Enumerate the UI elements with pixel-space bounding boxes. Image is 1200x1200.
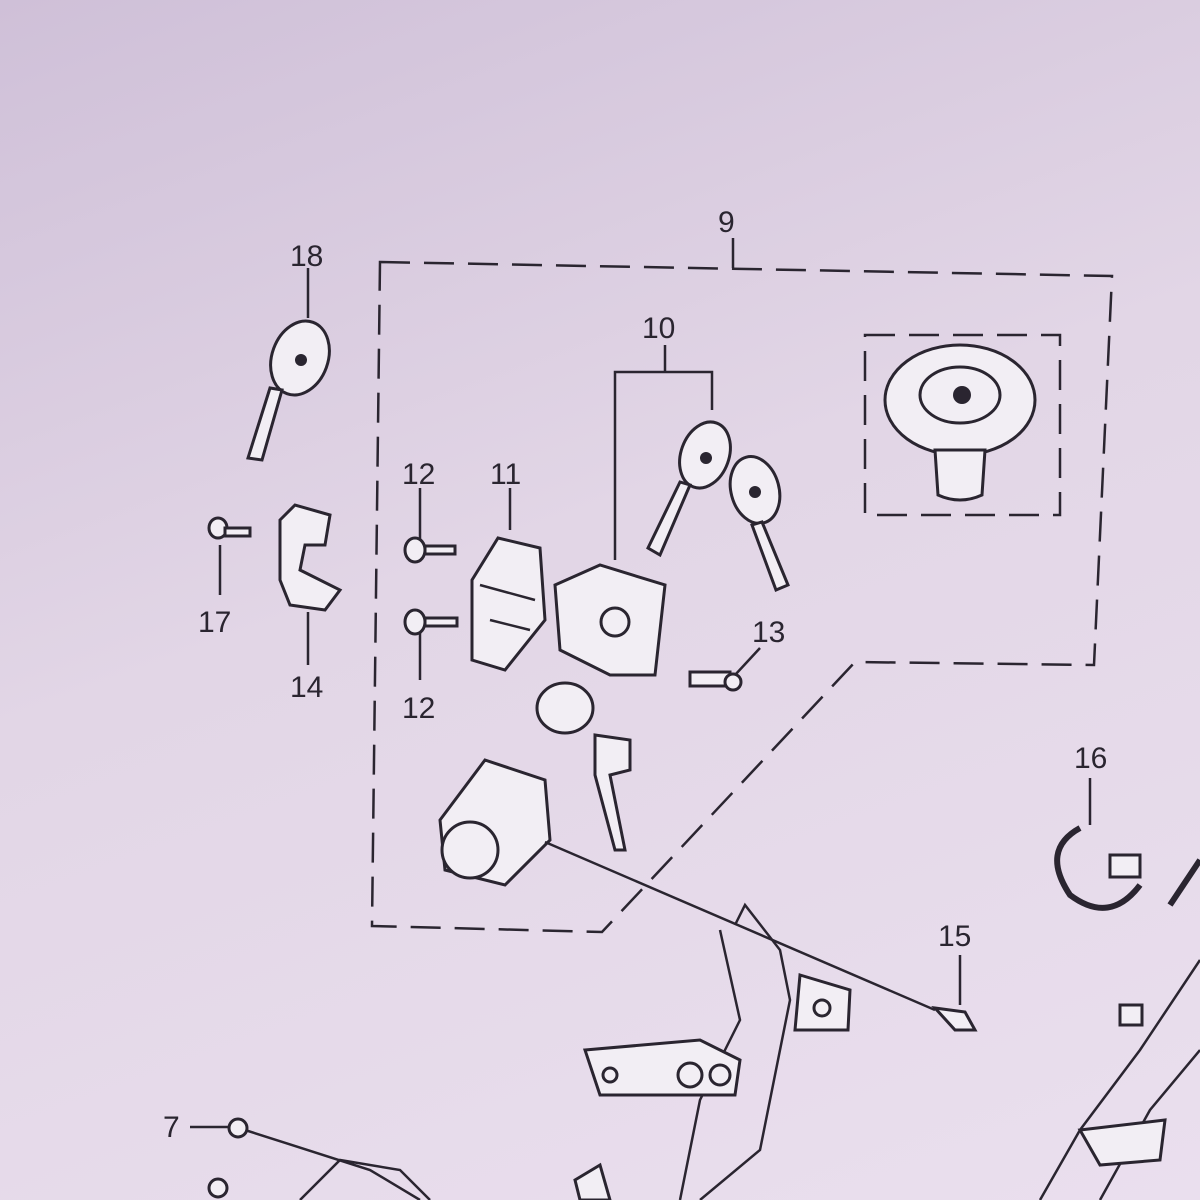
screw-12-lower <box>403 608 459 680</box>
ignition-switch-part <box>438 681 632 887</box>
key-18-part <box>246 268 331 462</box>
callout-13: 13 <box>752 616 785 649</box>
screw-12-upper <box>403 488 457 564</box>
callout-18: 18 <box>290 240 323 273</box>
lock-bracket-part <box>553 563 667 677</box>
callout-12-upper: 12 <box>402 458 435 491</box>
bolt-15-part <box>544 840 978 1032</box>
callout-11: 11 <box>490 458 521 491</box>
bolt-13-part <box>688 647 761 692</box>
callout-7: 7 <box>163 1111 180 1144</box>
lock-body-11-part <box>470 488 547 672</box>
keys-10-part <box>646 420 790 592</box>
callout-14: 14 <box>290 671 323 704</box>
clamp-16-part <box>1054 778 1200 911</box>
callout-12-lower: 12 <box>402 692 435 725</box>
leader-10 <box>613 370 714 560</box>
fuel-cap-part <box>883 343 1037 502</box>
fuel-cap-boundary <box>863 333 1062 517</box>
callout-10: 10 <box>642 312 675 345</box>
callout-9: 9 <box>718 206 735 239</box>
callout-17: 17 <box>198 606 231 639</box>
clip-14-part <box>278 503 343 665</box>
frame-part <box>190 902 1200 1200</box>
kit-9-boundary <box>370 260 1114 934</box>
callout-16: 16 <box>1074 742 1107 775</box>
callout-15: 15 <box>938 920 971 953</box>
screw-17-part <box>207 516 252 595</box>
